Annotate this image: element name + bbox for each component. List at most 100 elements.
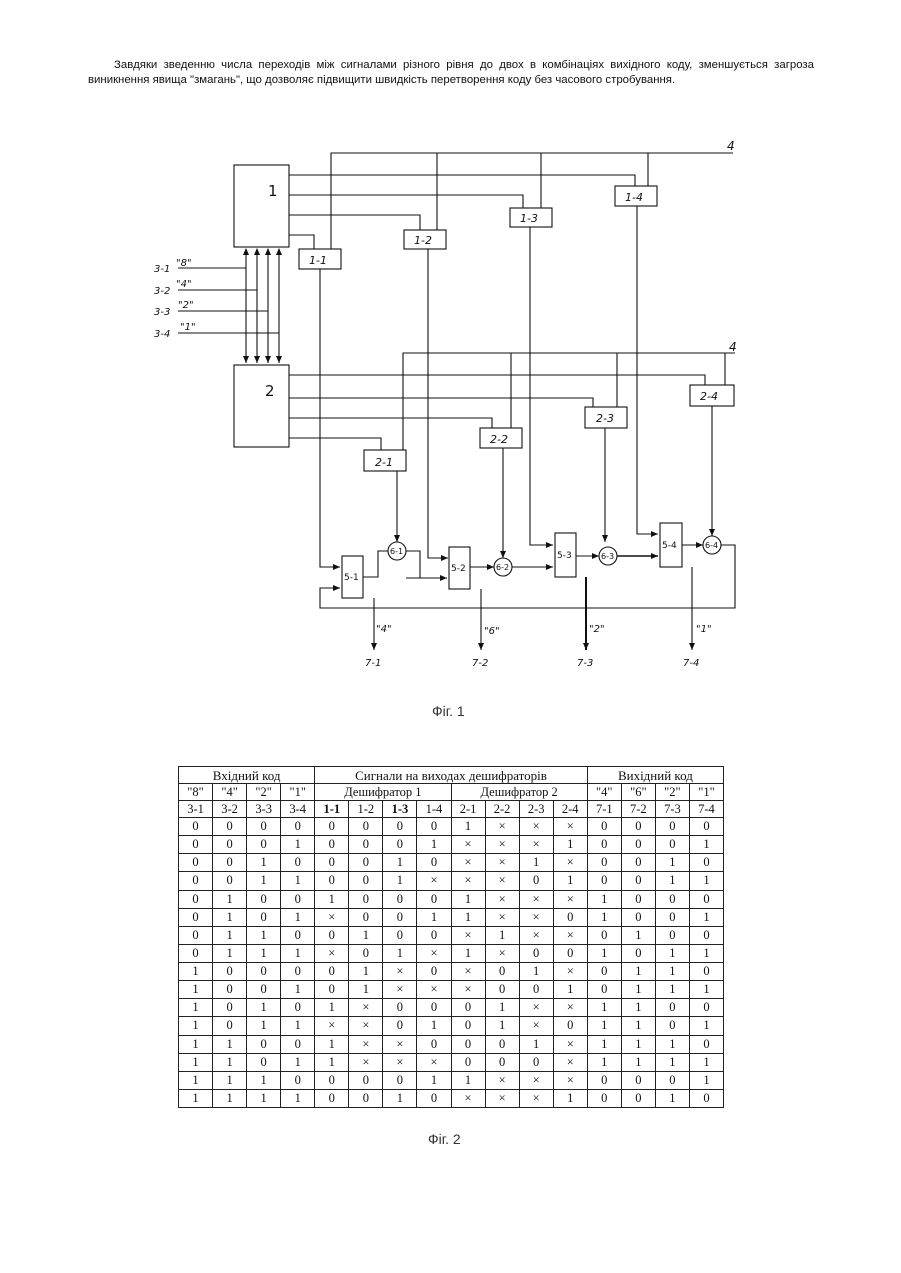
- table-cell: 1: [451, 890, 485, 908]
- table-row: 11110010×××10010: [179, 1089, 724, 1107]
- decoder-2-3-label: 2-3: [596, 412, 614, 425]
- block-5-1-label: 5-1: [344, 573, 359, 583]
- table-cell: ×: [485, 908, 519, 926]
- block-6-3-label: 6-3: [601, 552, 614, 561]
- table-cell: 0: [417, 818, 451, 836]
- column-header-7-1: 7-1: [587, 801, 621, 818]
- table-row: 01100100×1××0100: [179, 926, 724, 944]
- table-cell: 0: [689, 1089, 723, 1107]
- table-cell: 1: [587, 1053, 621, 1071]
- output-7-1-label: 7-1: [365, 658, 381, 669]
- column-header-3-4: 3-4: [281, 801, 315, 818]
- table-cell: ×: [349, 1035, 383, 1053]
- output-weight-4: "4": [376, 624, 392, 635]
- table-cell: 0: [213, 872, 247, 890]
- table-cell: ×: [553, 1071, 587, 1089]
- table-cell: ×: [519, 999, 553, 1017]
- output-7-3-label: 7-3: [577, 658, 593, 669]
- decoder-1-4-label: 1-4: [625, 191, 643, 204]
- table-cell: ×: [519, 908, 553, 926]
- table-cell: ×: [553, 963, 587, 981]
- weight-in-1: "1": [281, 784, 315, 801]
- table-cell: 1: [213, 1053, 247, 1071]
- table-cell: ×: [485, 1071, 519, 1089]
- table-row: 111000011×××0001: [179, 1071, 724, 1089]
- table-cell: 1: [417, 1017, 451, 1035]
- table-cell: 0: [621, 1071, 655, 1089]
- table-cell: 0: [485, 1053, 519, 1071]
- table-cell: 1: [179, 1035, 213, 1053]
- block-5-3-label: 5-3: [557, 551, 572, 561]
- table-cell: 1: [349, 963, 383, 981]
- table-cell: 1: [213, 1071, 247, 1089]
- table-cell: 0: [417, 1089, 451, 1107]
- table-cell: 1: [621, 1053, 655, 1071]
- table-cell: 1: [247, 999, 281, 1017]
- column-header-7-4: 7-4: [689, 801, 723, 818]
- table-cell: ×: [451, 836, 485, 854]
- table-cell: 1: [281, 836, 315, 854]
- table-cell: 1: [179, 963, 213, 981]
- output-7-4-label: 7-4: [683, 658, 699, 669]
- table-cell: 1: [689, 1017, 723, 1035]
- column-header-3-2: 3-2: [213, 801, 247, 818]
- table-cell: 0: [213, 963, 247, 981]
- table-cell: 1: [213, 926, 247, 944]
- table-cell: 0: [383, 818, 417, 836]
- table-cell: ×: [451, 963, 485, 981]
- table-cell: ×: [349, 1053, 383, 1071]
- table-cell: 0: [621, 836, 655, 854]
- table-cell: 0: [315, 926, 349, 944]
- column-header-2-2: 2-2: [485, 801, 519, 818]
- table-cell: ×: [519, 926, 553, 944]
- table-cell: 0: [281, 999, 315, 1017]
- table-cell: 0: [689, 890, 723, 908]
- table-cell: 0: [587, 854, 621, 872]
- table-cell: 1: [315, 1053, 349, 1071]
- table-cell: ×: [315, 908, 349, 926]
- table-cell: ×: [451, 854, 485, 872]
- table-cell: 0: [213, 1017, 247, 1035]
- table-cell: 1: [689, 1071, 723, 1089]
- table-cell: ×: [485, 836, 519, 854]
- table-cell: 0: [689, 963, 723, 981]
- table-cell: 1: [281, 1053, 315, 1071]
- weight-out-6: "6": [621, 784, 655, 801]
- table-cell: 1: [417, 836, 451, 854]
- table-cell: 0: [655, 999, 689, 1017]
- table-cell: 0: [587, 981, 621, 999]
- table-cell: 0: [383, 1017, 417, 1035]
- table-cell: 1: [247, 854, 281, 872]
- table-cell: 0: [281, 890, 315, 908]
- table-cell: 0: [179, 944, 213, 962]
- table-cell: 1: [621, 1017, 655, 1035]
- table-cell: 0: [247, 1053, 281, 1071]
- table-cell: 0: [281, 1035, 315, 1053]
- table-cell: 1: [281, 944, 315, 962]
- table-cell: 1: [383, 872, 417, 890]
- weight-out-4: "4": [587, 784, 621, 801]
- table-row: 00010001×××10001: [179, 836, 724, 854]
- block-6-4-label: 6-4: [705, 541, 718, 550]
- table-cell: 0: [485, 981, 519, 999]
- table-cell: 1: [451, 1071, 485, 1089]
- table-cell: 1: [213, 1089, 247, 1107]
- input-weight-4: "4": [176, 279, 192, 290]
- table-cell: 1: [553, 872, 587, 890]
- weight-in-4: "4": [213, 784, 247, 801]
- table-row: 11011×××000×1111: [179, 1053, 724, 1071]
- table-cell: 1: [621, 999, 655, 1017]
- table-cell: ×: [349, 1017, 383, 1035]
- table-cell: ×: [451, 981, 485, 999]
- output-weight-6: "6": [484, 626, 500, 637]
- header-output-code: Вихідний код: [587, 767, 723, 784]
- table-cell: 0: [689, 854, 723, 872]
- bus-4-top: [331, 153, 733, 249]
- table-cell: 0: [451, 1053, 485, 1071]
- table-cell: ×: [383, 1035, 417, 1053]
- input-weight-1: "1": [180, 322, 196, 333]
- table-cell: 0: [621, 872, 655, 890]
- table-cell: 1: [689, 944, 723, 962]
- block-2: [234, 365, 289, 447]
- table-cell: 1: [281, 908, 315, 926]
